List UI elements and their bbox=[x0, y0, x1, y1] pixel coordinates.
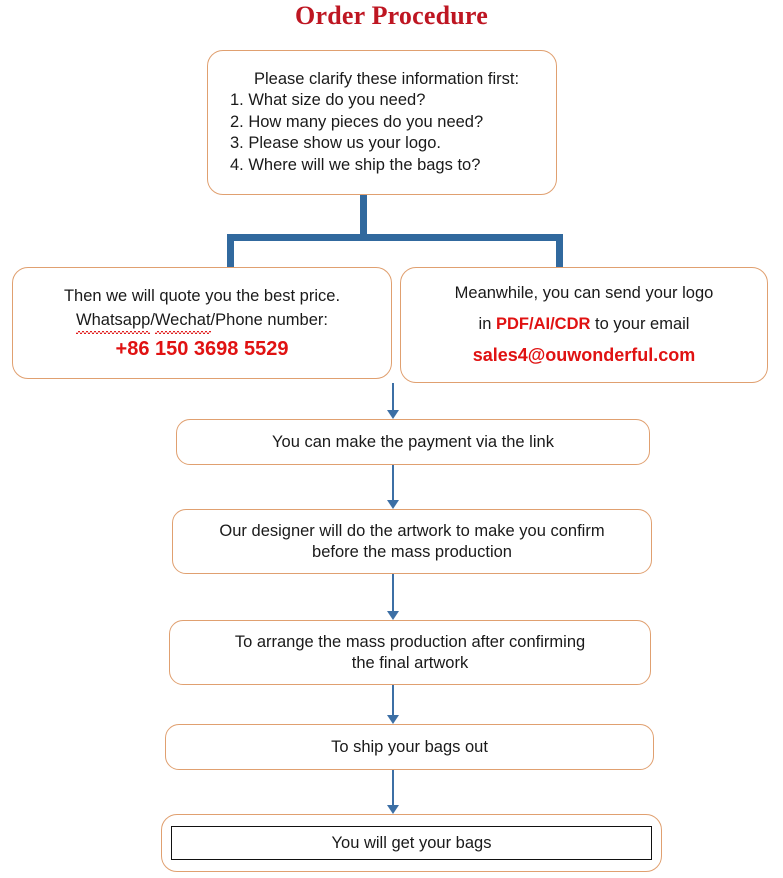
step-box-payment: You can make the payment via the link bbox=[176, 419, 650, 465]
final-inner-frame: You will get your bags bbox=[171, 826, 652, 860]
quote-wechat: Wechat bbox=[154, 308, 211, 334]
arrow-shaft bbox=[392, 465, 394, 500]
page-title: Order Procedure bbox=[295, 1, 488, 30]
arrow-head bbox=[387, 715, 399, 724]
arrow-down-icon bbox=[386, 465, 400, 509]
arrow-head bbox=[387, 500, 399, 509]
logo-line-2-post: to your email bbox=[590, 315, 690, 333]
quote-whatsapp: Whatsapp bbox=[76, 308, 151, 334]
quote-sep-1: / bbox=[150, 311, 155, 329]
arrow-head bbox=[387, 805, 399, 814]
designer-content: Our designer will do the artwork to make… bbox=[173, 521, 651, 563]
clarify-lead: Please clarify these information first: bbox=[254, 69, 520, 88]
step-box-clarify: Please clarify these information first: … bbox=[207, 50, 557, 195]
step-box-send-logo: Meanwhile, you can send your logo in PDF… bbox=[400, 267, 768, 383]
payment-text: You can make the payment via the link bbox=[272, 432, 554, 451]
step-box-ship-bags: To ship your bags out bbox=[165, 724, 654, 770]
logo-email-address[interactable]: sales4@ouwonderful.com bbox=[472, 345, 696, 365]
connector-stem-top bbox=[360, 195, 367, 240]
step-box-receive-bags: You will get your bags bbox=[161, 814, 662, 872]
logo-file-formats: PDF/AI/CDR bbox=[495, 315, 591, 333]
clarify-item-2: 2. How many pieces do you need? bbox=[230, 112, 484, 131]
clarify-item-3: 3. Please show us your logo. bbox=[230, 134, 441, 153]
arrow-down-icon bbox=[386, 383, 400, 419]
logo-content: Meanwhile, you can send your logo in PDF… bbox=[401, 278, 767, 372]
arrow-down-icon bbox=[386, 574, 400, 620]
final-text: You will get your bags bbox=[331, 833, 492, 852]
step-box-quote: Then we will quote you the best price. W… bbox=[12, 267, 392, 379]
quote-phone-label: /Phone number: bbox=[210, 311, 328, 329]
massprod-line-1: To arrange the mass production after con… bbox=[234, 632, 586, 651]
arrow-shaft bbox=[392, 574, 394, 611]
connector-split-bar bbox=[227, 234, 563, 241]
quote-line-1: Then we will quote you the best price. bbox=[63, 287, 341, 305]
clarify-item-1: 1. What size do you need? bbox=[230, 91, 426, 110]
step-box-designer-artwork: Our designer will do the artwork to make… bbox=[172, 509, 652, 574]
massprod-content: To arrange the mass production after con… bbox=[170, 632, 650, 674]
arrow-head bbox=[387, 611, 399, 620]
designer-line-2: before the mass production bbox=[312, 542, 512, 561]
quote-phone-number[interactable]: +86 150 3698 5529 bbox=[115, 338, 289, 360]
connector-left-leg bbox=[227, 234, 234, 269]
arrow-shaft bbox=[392, 685, 394, 715]
arrow-down-icon bbox=[386, 770, 400, 814]
step-box-mass-production: To arrange the mass production after con… bbox=[169, 620, 651, 685]
logo-line-2-pre: in bbox=[478, 315, 496, 333]
clarify-item-4: 4. Where will we ship the bags to? bbox=[230, 155, 481, 174]
arrow-shaft bbox=[392, 770, 394, 805]
designer-line-1: Our designer will do the artwork to make… bbox=[219, 521, 605, 540]
arrow-down-icon bbox=[386, 685, 400, 724]
quote-content: Then we will quote you the best price. W… bbox=[13, 284, 391, 362]
arrow-shaft bbox=[392, 383, 394, 410]
connector-right-leg bbox=[556, 234, 563, 269]
ship-text: To ship your bags out bbox=[331, 737, 488, 756]
arrow-head bbox=[387, 410, 399, 419]
clarify-content: Please clarify these information first: … bbox=[208, 69, 556, 177]
massprod-line-2: the final artwork bbox=[351, 653, 469, 672]
logo-line-1: Meanwhile, you can send your logo bbox=[454, 284, 714, 302]
